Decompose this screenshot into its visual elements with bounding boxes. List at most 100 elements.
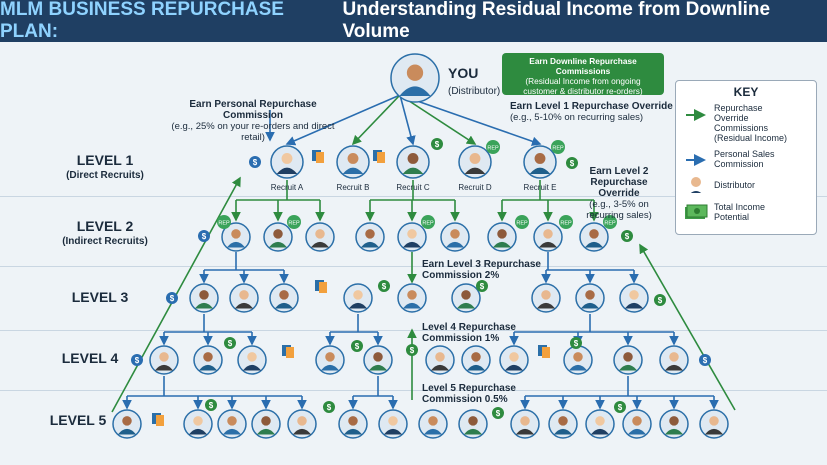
- rep-badge-icon: REP: [515, 215, 529, 229]
- money-icon: [685, 204, 708, 219]
- connector-line: [399, 94, 477, 145]
- override1-text: Earn Level 1 Repurchase Override (e.g., …: [510, 101, 673, 123]
- svg-text:$: $: [228, 339, 233, 348]
- key-text: Distributor: [714, 180, 756, 190]
- level-title: LEVEL 5: [49, 412, 107, 428]
- personal-commission-text: Earn Personal Repurchase Commission (e.g…: [163, 99, 343, 143]
- level-2-label: LEVEL 2 (Indirect Recruits): [50, 218, 160, 247]
- recruit-node: [458, 145, 492, 179]
- l4comm-line: Commission 1%: [422, 333, 500, 344]
- dollar-coin-icon: $: [323, 401, 335, 413]
- distributor-node: [510, 409, 540, 439]
- key-text: Commission: [714, 159, 764, 169]
- rep-badge-icon: REP: [551, 140, 565, 154]
- distributor-node: [425, 345, 455, 375]
- rep-badge-icon: REP: [217, 215, 231, 229]
- recruit-node: [396, 145, 430, 179]
- svg-text:REP: REP: [516, 221, 528, 227]
- dollar-coin-icon: $: [614, 401, 626, 413]
- key-item-income: Total Income Potential: [714, 202, 765, 222]
- person-icon: [690, 177, 702, 193]
- key-item-distributor: Distributor: [714, 180, 755, 190]
- level-title: LEVEL 3: [71, 289, 129, 305]
- key-item-personal: Personal Sales Commission: [714, 149, 775, 169]
- level-3-label: LEVEL 3: [50, 289, 150, 307]
- svg-text:$: $: [355, 342, 360, 351]
- distributor-node: [659, 345, 689, 375]
- dollar-coin-icon: $: [431, 138, 443, 150]
- distributor-node: [343, 283, 373, 313]
- override1-sub: (e.g., 5-10% on recurring sales): [510, 112, 644, 123]
- distributor-node: [229, 283, 259, 313]
- distributor-node: [183, 409, 213, 439]
- distributor-node: [418, 409, 448, 439]
- dollar-coin-icon: $: [378, 280, 390, 292]
- divider: [0, 266, 827, 267]
- override2-line: recurring sales): [586, 210, 652, 221]
- distributor-node: [613, 345, 643, 375]
- svg-text:$: $: [382, 282, 387, 291]
- override1-title: Earn Level 1 Repurchase Override: [510, 101, 673, 112]
- distributor-node: [563, 345, 593, 375]
- distributor-node: [575, 283, 605, 313]
- rep-badge-icon: REP: [603, 215, 617, 229]
- dollar-coin-icon: $: [131, 354, 143, 366]
- shopping-bag-icon: [312, 150, 324, 163]
- key-text: Override: [714, 113, 749, 123]
- rep-badge-icon: REP: [559, 215, 573, 229]
- svg-text:$: $: [209, 401, 214, 410]
- connector-line: [639, 243, 736, 411]
- dollar-coin-icon: $: [492, 407, 504, 419]
- svg-text:$: $: [574, 339, 579, 348]
- distributor-node: [189, 283, 219, 313]
- distributor-node: [237, 345, 267, 375]
- svg-text:REP: REP: [422, 221, 434, 227]
- key-item-override: Repurchase Override Commissions (Residua…: [714, 103, 787, 143]
- svg-text:$: $: [253, 158, 258, 167]
- connector-line: [285, 94, 401, 146]
- recruit-label: Recruit C: [396, 183, 430, 192]
- rep-badge-icon: REP: [287, 215, 301, 229]
- distributor-node: [193, 345, 223, 375]
- recruit-node: [523, 145, 557, 179]
- key-text: (Residual Income): [714, 133, 788, 143]
- override2-text: Earn Level 2 Repurchase Override (e.g., …: [569, 166, 669, 221]
- distributor-node: [585, 409, 615, 439]
- dollar-coin-icon: $: [621, 230, 633, 242]
- personal-title: Earn Personal Repurchase Commission: [189, 99, 317, 121]
- l5comm-line: Commission 0.5%: [422, 394, 508, 405]
- svg-text:$: $: [496, 409, 501, 418]
- distributor-node: [363, 345, 393, 375]
- svg-text:$: $: [327, 403, 332, 412]
- svg-text:$: $: [135, 356, 140, 365]
- svg-text:$: $: [202, 232, 207, 241]
- green-box-line: (Residual Income from ongoing: [525, 76, 641, 86]
- key-text: Repurchase: [714, 103, 763, 113]
- green-box-line: Earn Downline Repurchase Commissions: [529, 56, 637, 76]
- distributor-node: [269, 283, 299, 313]
- green-box-line: customer & distributor re-orders): [523, 86, 643, 96]
- recruit-label: Recruit B: [337, 183, 370, 192]
- distributor-node: [251, 409, 281, 439]
- recruit-label: Recruit D: [458, 183, 492, 192]
- dollar-coin-icon: $: [351, 340, 363, 352]
- svg-text:REP: REP: [288, 221, 300, 227]
- l4comm-line: Level 4 Repurchase: [422, 322, 516, 333]
- distributor-node: [461, 345, 491, 375]
- recruit-label: Recruit A: [271, 183, 304, 192]
- distributor-node: [397, 222, 427, 252]
- dollar-coin-icon: $: [566, 157, 578, 169]
- distributor-node: [287, 409, 317, 439]
- svg-text:$: $: [570, 159, 575, 168]
- l5comm-line: Level 5 Repurchase: [422, 383, 516, 394]
- recruit-label: Recruit E: [524, 183, 557, 192]
- connector-line: [399, 94, 542, 146]
- distributor-node: [315, 345, 345, 375]
- distributor-node: [217, 409, 247, 439]
- green-arrow-icon: [686, 109, 706, 121]
- distributor-node: [531, 283, 561, 313]
- page-title: MLM BUSINESS REPURCHASE PLAN: Understand…: [0, 0, 827, 42]
- l3comm-line: Earn Level 3 Repurchase: [422, 259, 541, 270]
- distributor-node: [451, 283, 481, 313]
- connector-line: [399, 94, 416, 146]
